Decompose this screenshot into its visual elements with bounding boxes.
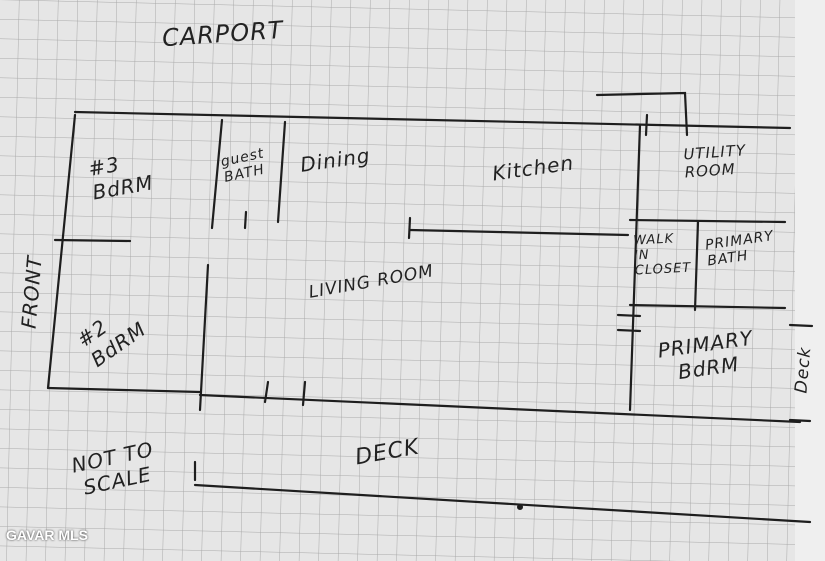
- label-utility-room: UTILITY ROOM: [682, 141, 747, 182]
- label-side-deck: Deck: [791, 345, 816, 395]
- adjacent-page: [795, 0, 825, 561]
- floor-plan-walls: [46, 91, 814, 524]
- watermark: GAVAR MLS: [6, 527, 88, 543]
- label-walk-in-closet: WALK IN CLOSET: [632, 231, 692, 279]
